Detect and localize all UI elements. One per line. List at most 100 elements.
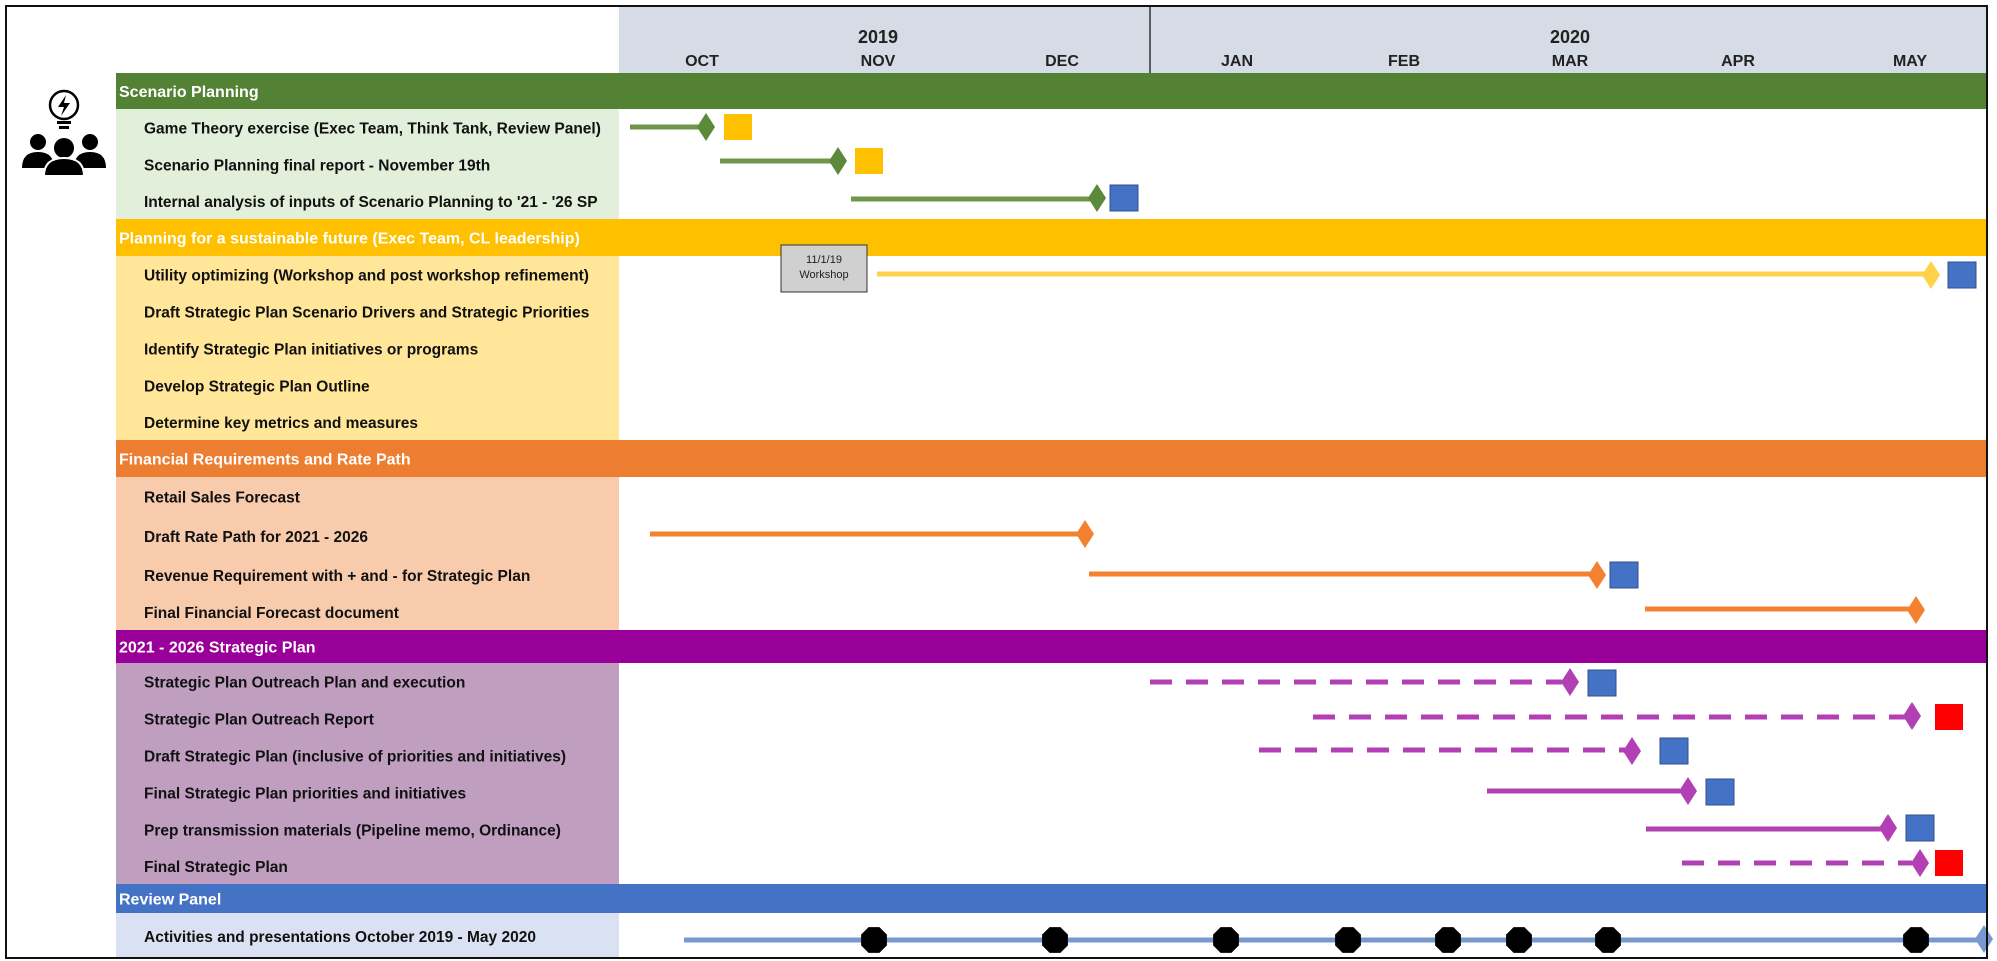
section-title: Scenario Planning: [119, 84, 259, 101]
task-label-cell: [116, 367, 619, 404]
task-label: Revenue Requirement with + and - for Str…: [144, 568, 530, 585]
deliverable-square-red: [1935, 850, 1963, 876]
milestone-diamond: [829, 147, 847, 175]
deliverable-square-yellow: [724, 114, 752, 140]
section-band: [116, 630, 1988, 663]
person-head-icon: [82, 134, 98, 150]
task-label-cell: [116, 556, 619, 594]
milestone-octagon: [1335, 927, 1361, 953]
task-label: Prep transmission materials (Pipeline me…: [144, 823, 561, 840]
team-idea-icon: [22, 89, 106, 177]
task-label: Activities and presentations October 201…: [144, 929, 536, 946]
deliverable-square-blue: [1947, 261, 1977, 289]
person-body-icon: [42, 156, 86, 177]
deliverable-square-blue: [1659, 737, 1689, 765]
task-label: Identify Strategic Plan initiatives or p…: [144, 342, 478, 359]
section-title: Review Panel: [119, 892, 221, 909]
milestone-octagon: [1506, 927, 1532, 953]
section-title: Planning for a sustainable future (Exec …: [119, 231, 580, 248]
milestone-diamond-end: [1975, 925, 1993, 953]
task-label-cell: [116, 146, 619, 183]
month-label-mar: MAR: [1552, 53, 1589, 70]
section-band: [116, 440, 1988, 477]
milestone-diamond: [1907, 596, 1925, 624]
section-band: [116, 884, 1988, 913]
milestone-octagon: [1435, 927, 1461, 953]
task-label-cell: [116, 330, 619, 367]
month-label-oct: OCT: [685, 53, 719, 70]
milestone-octagon: [1903, 927, 1929, 953]
task-label: Utility optimizing (Workshop and post wo…: [144, 268, 589, 285]
month-label-jan: JAN: [1221, 53, 1253, 70]
deliverable-square-blue: [1587, 669, 1617, 697]
task-label: Draft Strategic Plan (inclusive of prior…: [144, 749, 566, 766]
deliverable-square-blue: [1705, 778, 1735, 806]
section-title: Financial Requirements and Rate Path: [119, 452, 411, 469]
milestone-diamond: [1623, 737, 1641, 765]
task-label-cell: [116, 256, 619, 293]
month-label-nov: NOV: [861, 53, 896, 70]
milestone-diamond: [1561, 668, 1579, 696]
section-band: [116, 73, 1988, 109]
deliverable-square-blue: [1109, 184, 1139, 212]
section-title: 2021 - 2026 Strategic Plan: [119, 640, 316, 657]
task-label-cell: [116, 913, 619, 959]
task-label-cell: [116, 293, 619, 330]
task-label-cell: [116, 737, 619, 774]
year-label-2020: 2020: [1550, 27, 1590, 47]
milestone-diamond: [1076, 520, 1094, 548]
person-head-icon: [30, 134, 46, 150]
bulb-base: [59, 126, 69, 129]
task-label: Determine key metrics and measures: [144, 415, 418, 432]
deliverable-square-blue: [1905, 814, 1935, 842]
milestone-diamond: [697, 113, 715, 141]
workshop-callout-label: Workshop: [799, 269, 848, 281]
task-label-cell: [116, 594, 619, 630]
task-label: Internal analysis of inputs of Scenario …: [144, 194, 598, 211]
milestone-diamond: [1679, 777, 1697, 805]
workshop-callout: [780, 244, 868, 293]
lightning-bolt-icon: [58, 95, 70, 116]
deliverable-square-yellow: [855, 148, 883, 174]
task-label: Develop Strategic Plan Outline: [144, 379, 370, 396]
task-label: Scenario Planning final report - Novembe…: [144, 158, 490, 175]
milestone-diamond: [1879, 814, 1897, 842]
task-label: Draft Strategic Plan Scenario Drivers an…: [144, 305, 589, 322]
task-label: Draft Rate Path for 2021 - 2026: [144, 529, 368, 546]
milestone-octagon: [861, 927, 887, 953]
task-label: Strategic Plan Outreach Report: [144, 712, 374, 729]
workshop-callout-date: 11/1/19: [806, 254, 842, 266]
task-label-cell: [116, 109, 619, 146]
month-label-apr: APR: [1721, 53, 1755, 70]
task-label: Strategic Plan Outreach Plan and executi…: [144, 675, 465, 692]
task-label: Retail Sales Forecast: [144, 490, 300, 507]
timeline-header: [619, 7, 1988, 73]
task-label-cell: [116, 700, 619, 737]
milestone-diamond: [1903, 702, 1921, 730]
task-label-cell: [116, 848, 619, 884]
milestone-diamond: [1588, 561, 1606, 589]
month-label-dec: DEC: [1045, 53, 1079, 70]
task-label-cell: [116, 183, 619, 219]
year-label-2019: 2019: [858, 27, 898, 47]
milestone-diamond: [1088, 184, 1106, 212]
deliverable-square-blue: [1609, 561, 1639, 589]
month-label-feb: FEB: [1388, 53, 1420, 70]
task-label: Final Strategic Plan: [144, 859, 288, 876]
task-label-cell: [116, 811, 619, 848]
deliverable-square-red: [1935, 704, 1963, 730]
bulb-base: [57, 121, 71, 124]
milestone-diamond: [1922, 261, 1940, 289]
section-band: [116, 219, 1988, 256]
task-label-cell: [116, 774, 619, 811]
task-label-cell: [116, 663, 619, 700]
person-body-icon: [74, 152, 106, 168]
month-label-may: MAY: [1893, 53, 1927, 70]
task-label: Final Financial Forecast document: [144, 605, 399, 622]
task-label: Final Strategic Plan priorities and init…: [144, 786, 466, 803]
milestone-diamond: [1911, 849, 1929, 877]
milestone-octagon: [1213, 927, 1239, 953]
task-label-cell: [116, 404, 619, 440]
